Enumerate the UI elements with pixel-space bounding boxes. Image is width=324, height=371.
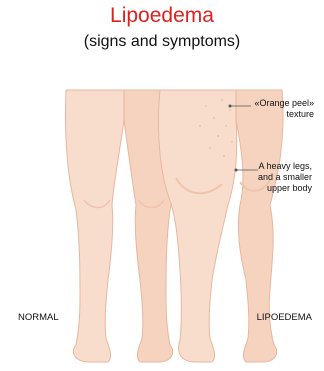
heavy-legs-annotation: A heavy legs, and a smaller upper body <box>258 161 312 194</box>
orange-peel-leader-dot <box>229 105 232 108</box>
heavy-legs-line2: and a smaller <box>258 172 312 183</box>
normal-right-leg <box>65 90 124 362</box>
normal-label: NORMAL <box>18 312 59 323</box>
lipo-right-leg <box>158 90 236 362</box>
heavy-legs-line3: upper body <box>258 183 312 194</box>
orange-peel-annotation: «Orange peel» texture <box>254 98 314 120</box>
orange-peel-line2: texture <box>254 109 314 120</box>
lipoedema-label: LIPOEDEMA <box>257 312 312 323</box>
heavy-legs-leader-dot <box>235 169 238 172</box>
orange-peel-line1: «Orange peel» <box>254 98 314 109</box>
heavy-legs-line1: A heavy legs, <box>258 161 312 172</box>
